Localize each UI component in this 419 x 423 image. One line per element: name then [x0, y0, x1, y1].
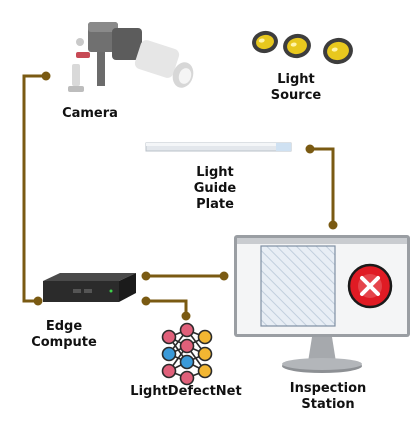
- neural-network-icon: [161, 322, 213, 386]
- light-guide-plate-label-line-2: Guide: [193, 181, 237, 196]
- camera-label: Camera: [50, 106, 130, 122]
- edge-device-icon: [43, 273, 136, 302]
- defect-preview: [260, 245, 336, 327]
- edge-compute-label: Edge Compute: [24, 319, 104, 351]
- connectors: [22, 74, 335, 315]
- connector-camera-edge: [22, 74, 45, 303]
- edge-compute-label-line-2: Compute: [31, 335, 97, 350]
- camera-icon: [68, 22, 194, 92]
- node-net: [181, 311, 191, 321]
- camera-label-text: Camera: [62, 106, 118, 121]
- node-plate: [305, 144, 315, 154]
- inspection-station-label-line-1: Inspection: [289, 381, 367, 396]
- light-source-label-line-1: Light: [277, 72, 315, 87]
- light-guide-plate-label: Light Guide Plate: [175, 165, 255, 213]
- spotlight-icon: [252, 30, 353, 65]
- light-source-label: Light Source: [256, 72, 336, 104]
- light-guide-plate-label-line-3: Plate: [196, 197, 234, 212]
- connector-nodes: [33, 71, 338, 321]
- node-edge-right-bottom: [141, 296, 151, 306]
- node-edge-left: [33, 296, 43, 306]
- connector-plate-station: [311, 147, 335, 224]
- light-defect-net-label: LightDefectNet: [122, 384, 250, 400]
- light-guide-plate-label-line-1: Light: [196, 165, 234, 180]
- inspection-station-label-line-2: Station: [301, 397, 355, 412]
- light-guide-plate-icon: [145, 142, 292, 152]
- inspection-station-label: Inspection Station: [280, 381, 376, 413]
- node-station-top: [328, 220, 338, 230]
- node-edge-right-top: [141, 271, 151, 281]
- close-icon: [347, 263, 393, 309]
- node-camera: [41, 71, 51, 81]
- edge-compute-label-line-1: Edge: [45, 319, 83, 334]
- node-station-left: [219, 271, 229, 281]
- monitor-icon: [234, 235, 410, 373]
- light-source-label-line-2: Source: [270, 88, 322, 103]
- connector-edge-station-bottom: [146, 299, 188, 315]
- light-defect-net-label-text: LightDefectNet: [130, 384, 242, 399]
